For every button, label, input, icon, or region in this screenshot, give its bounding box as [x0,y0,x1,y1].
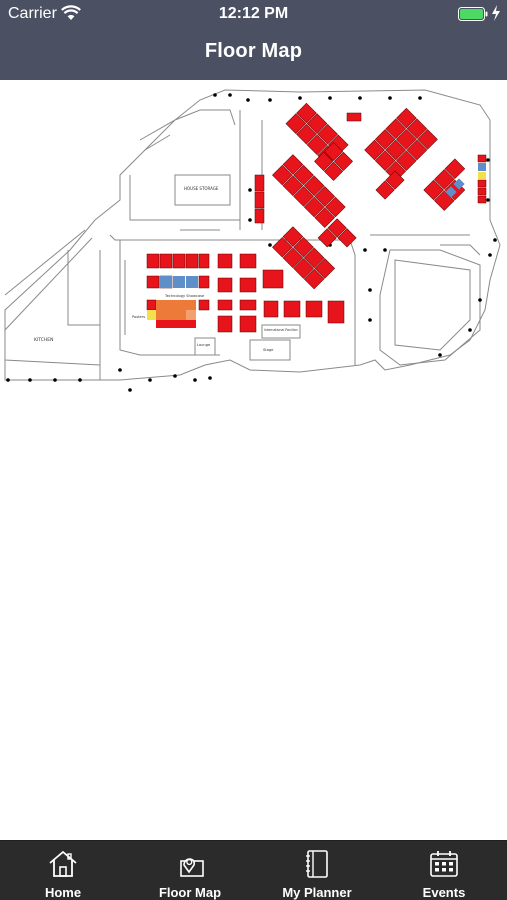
tab-my-planner-label: My Planner [282,885,352,900]
tab-events[interactable]: Events [381,841,507,900]
battery-icon [458,7,488,21]
tab-home-label: Home [44,885,82,900]
label-kitchen: KITCHEN [34,337,54,343]
map-pin-icon [180,858,204,877]
tab-events-label: Events [422,885,466,900]
floor-plan-map[interactable]: HOUSE STORAGE KITCHEN Technology Showcas… [0,80,507,410]
clock: 12:12 PM [218,5,289,22]
tab-floor-map[interactable]: Floor Map [127,841,253,900]
label-lounge: Lounge [197,343,211,347]
label-technology-showcase: Technology Showcase [164,294,205,298]
home-icon [49,850,77,877]
booth-grid-highlights[interactable] [147,276,198,328]
tab-home[interactable]: Home [0,841,126,900]
page-title: Floor Map [204,40,303,62]
map-canvas[interactable] [0,80,507,840]
calendar-icon [430,851,458,877]
label-posters: Posters [132,315,145,319]
carrier-label: Carrier [8,5,57,22]
charging-icon [492,5,500,21]
booth-cluster-diagonal[interactable] [254,102,487,290]
tab-my-planner[interactable]: My Planner [254,841,380,900]
wifi-icon [61,5,81,20]
tab-bar: Home Floor Map My Planner [0,840,507,900]
tab-floor-map-label: Floor Map [158,885,222,900]
floor-plan-columns [6,93,497,392]
status-bar: Carrier 12:12 PM [0,0,507,28]
label-international-pavilion: International Pavilion [264,328,298,332]
map-labels: HOUSE STORAGE KITCHEN Technology Showcas… [34,186,298,352]
label-house-storage: HOUSE STORAGE [184,186,219,191]
notebook-icon [306,850,328,878]
navigation-header: Carrier 12:12 PM Floor Map [0,0,507,80]
label-stage: Stage [263,348,274,352]
